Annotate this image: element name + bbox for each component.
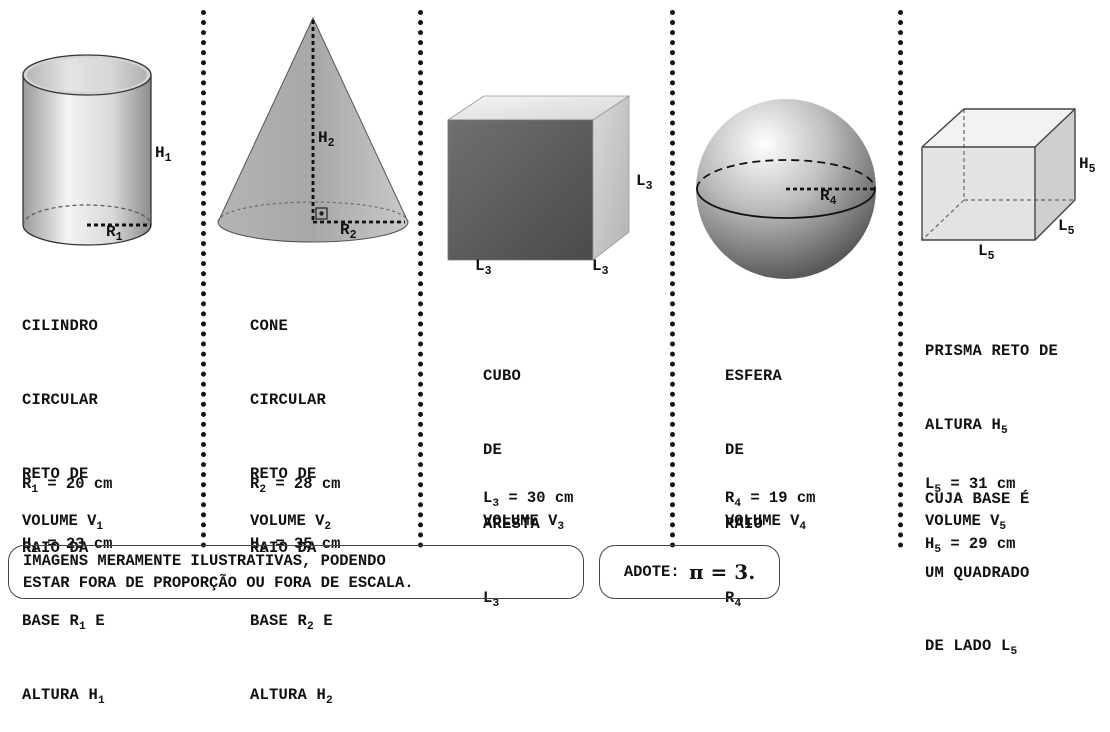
figures-canvas: [22, 16, 1076, 279]
cone-height-label: H2: [318, 129, 335, 151]
cylinder-radius-label: R1: [106, 223, 123, 245]
sphere-values: R4 = 19 cm: [725, 489, 816, 510]
prism-side-right-label: L5: [1058, 217, 1075, 239]
cone-figure: [217, 16, 409, 243]
divider-3: [670, 10, 675, 548]
cube-edge-bottom-label: L3: [592, 257, 609, 279]
prism-values: L5 = 31 cm H5 = 29 cm: [925, 475, 1016, 556]
divider-1: [201, 10, 206, 548]
adopt-label: ADOTE:: [623, 563, 689, 581]
divider-4: [898, 10, 903, 548]
prism-height-label: H5: [1079, 155, 1096, 177]
disclaimer-line-1: IMAGENS MERAMENTE ILUSTRATIVAS, PODENDO: [23, 552, 386, 570]
cylinder-volume: VOLUME V1: [22, 512, 104, 533]
cone-radius-label: R2: [340, 221, 357, 243]
prism-volume: VOLUME V5: [925, 512, 1007, 533]
divider-2: [418, 10, 423, 548]
prism-side-bottom-label: L5: [978, 242, 995, 264]
cylinder-height-label: H1: [155, 144, 172, 166]
sphere-figure: [696, 99, 876, 279]
disclaimer-line-2: ESTAR FORA DE PROPORÇÃO OU FORA DE ESCAL…: [23, 574, 414, 592]
cylinder-figure: [22, 54, 152, 246]
cube-edge-right-label: L3: [636, 172, 653, 194]
cone-values: R2 = 28 cm H2 = 35 cm: [250, 475, 341, 556]
sphere-volume: VOLUME V4: [725, 512, 807, 533]
cube-edge-left-label: L3: [475, 257, 492, 279]
adopt-pi-value: π = 3.: [688, 560, 756, 584]
cube-figure: [446, 95, 631, 261]
cube-values: L3 = 30 cm: [483, 489, 574, 510]
cube-volume: VOLUME V3: [483, 512, 565, 533]
adopt-pi-box: ADOTE: π = 3.: [599, 545, 780, 599]
prism-figure: [921, 108, 1076, 241]
cylinder-values: R1 = 20 cm H1 = 23 cm: [22, 475, 113, 556]
disclaimer-box: IMAGENS MERAMENTE ILUSTRATIVAS, PODENDO …: [8, 545, 584, 599]
cone-volume: VOLUME V2: [250, 512, 332, 533]
sphere-radius-label: R4: [820, 187, 837, 209]
